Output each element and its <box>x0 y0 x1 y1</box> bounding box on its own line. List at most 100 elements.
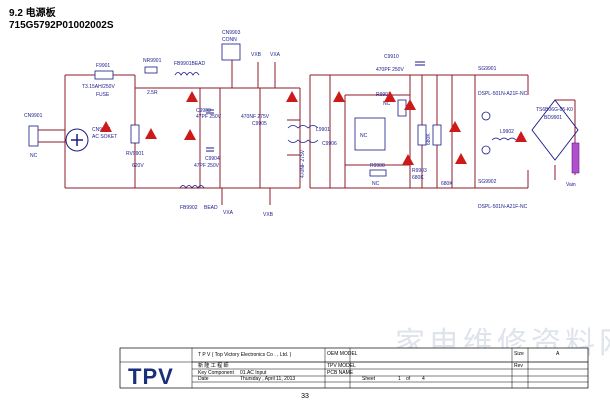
fb9902-label: FB9902 <box>180 205 198 211</box>
c9905-label: C9905 <box>252 121 267 127</box>
ic-chip <box>354 117 386 151</box>
warning-icon <box>286 91 298 102</box>
warning-icon <box>515 131 527 142</box>
nr9901-value: 2.5R <box>147 90 158 96</box>
warning-icon <box>449 121 461 132</box>
l9901-coil-top <box>287 125 319 129</box>
cn9903-conn-label: CONN <box>222 37 237 43</box>
sheet-number: 1 <box>398 376 401 382</box>
bridge-rectifier <box>531 99 579 161</box>
resistor-b-value: 680K <box>441 181 453 187</box>
nr9901-label: NR9901 <box>143 58 162 64</box>
sg9902-symbol <box>481 145 491 155</box>
dspl-bottom-label: DSPL-501N-A21F-NC <box>478 204 528 210</box>
sg9901-symbol <box>481 111 491 121</box>
c9906-label: C9906 <box>322 141 337 147</box>
warning-icon <box>333 91 345 102</box>
date-value: Thursday , April 11, 2013 <box>240 376 295 382</box>
section-heading: 9.2 电源板 <box>9 8 56 19</box>
dspl-top-label: DSPL-501N-A21F-NC <box>478 91 528 97</box>
cn9903-label: CN9903 <box>222 30 241 36</box>
warning-icon <box>384 91 396 102</box>
pcb-name-label: PCB NAME <box>327 370 354 376</box>
fuse-rating-label: T3.15AH/250V <box>82 84 115 90</box>
r9907-symbol <box>397 99 407 117</box>
fb9901-coil <box>174 72 200 76</box>
c9903-value: 47PF 250V <box>196 114 222 120</box>
oem-model-label: OEM MODEL <box>327 351 358 357</box>
rv9901-label: RV9901 <box>126 151 144 157</box>
cn9903-connector <box>221 43 241 61</box>
fuse-label: FUSE <box>96 92 110 98</box>
title-value: 01.AC Input <box>240 370 267 376</box>
vxa-bottom-label: VXA <box>223 210 234 216</box>
r9907-nc-label: NC <box>383 101 391 107</box>
resistor-b-symbol <box>432 124 442 146</box>
size-value: A <box>556 351 560 357</box>
sheet-of-label: of <box>406 376 411 382</box>
c9910-label: C9910 <box>384 54 399 60</box>
rv9901-symbol <box>130 124 140 144</box>
vxb-top-label: VXB <box>251 52 262 58</box>
resistor-a-symbol <box>417 124 427 146</box>
tpv-logo: TPV <box>128 364 174 389</box>
c9904-label: C9904 <box>205 156 220 162</box>
part-number: 715G5792P01002002S <box>9 20 114 31</box>
cn9901-label: CN9901 <box>24 113 43 119</box>
rev-label: Rev <box>514 363 523 369</box>
size-label: Size <box>514 351 524 357</box>
sheet-total: 4 <box>422 376 425 382</box>
vxb-bottom-label: VXB <box>263 212 274 218</box>
title-block <box>119 347 589 389</box>
tpv-model-label: TPV MODEL <box>327 363 356 369</box>
c9904-value: 47PF 250V <box>194 163 220 169</box>
sg9901-label: SG9901 <box>478 66 497 72</box>
vain-label: Vain <box>566 182 576 188</box>
fb9901-label: FB9901BEAD <box>174 61 206 67</box>
c9905-value: 470NF 275V <box>241 114 270 120</box>
tsdb-label: TS6B06G-05-K0 <box>536 107 573 113</box>
cn9901-connector <box>28 125 39 147</box>
cn9901-nc-label: NC <box>30 153 38 159</box>
warning-icon <box>455 153 467 164</box>
r9903-value: 680K <box>412 175 424 181</box>
vain-terminal <box>571 142 580 174</box>
wiring-left <box>64 60 300 205</box>
l9901-label: L9901 <box>316 127 330 133</box>
r9908-label: R9908 <box>370 163 385 169</box>
fb9902-coil <box>179 185 205 189</box>
r9908-symbol <box>369 169 387 177</box>
company-name: T P V ( Top Victory Electronics Co . , L… <box>198 352 292 358</box>
r9903-label: R9903 <box>412 168 427 174</box>
l9901-coil-bottom <box>287 139 319 143</box>
r9908-nc-label: NC <box>372 181 380 187</box>
warning-icon <box>184 129 196 140</box>
row-label-engineer: 新 隆 工 程 師 <box>198 362 229 369</box>
vxa-top-label: VXA <box>270 52 281 58</box>
l9902-coil <box>491 137 517 141</box>
bd9901-label: BD9901 <box>544 115 562 121</box>
fb9902-bead-label: BEAD <box>204 205 218 211</box>
page-number: 33 <box>301 393 309 400</box>
ic-nc-label: NC <box>360 133 368 139</box>
r9907-label: R9907 <box>376 92 391 98</box>
c9903-label: C9903 <box>196 108 211 114</box>
row-label-key-component: Key Component <box>198 370 234 376</box>
sheet-label: Sheet <box>362 376 376 382</box>
nr9901-symbol <box>144 66 158 74</box>
c9906-value: 470NF 275V <box>300 149 306 178</box>
warning-icon <box>186 91 198 102</box>
l9902-label: L9902 <box>500 129 514 135</box>
rv9901-value: 620V <box>132 163 144 169</box>
sg9902-label: SG9902 <box>478 179 497 185</box>
f9901-label: F9901 <box>96 63 110 69</box>
fuse-symbol <box>94 70 114 80</box>
warning-icon <box>402 154 414 165</box>
resistor-a-value: 680K <box>426 133 432 145</box>
c9910-value: 470PF 250V <box>376 67 404 73</box>
warning-icon <box>404 99 416 110</box>
warning-icon-group <box>100 91 527 165</box>
warning-icon <box>100 121 112 132</box>
ac-socket-label: AC SOKET <box>92 134 117 140</box>
